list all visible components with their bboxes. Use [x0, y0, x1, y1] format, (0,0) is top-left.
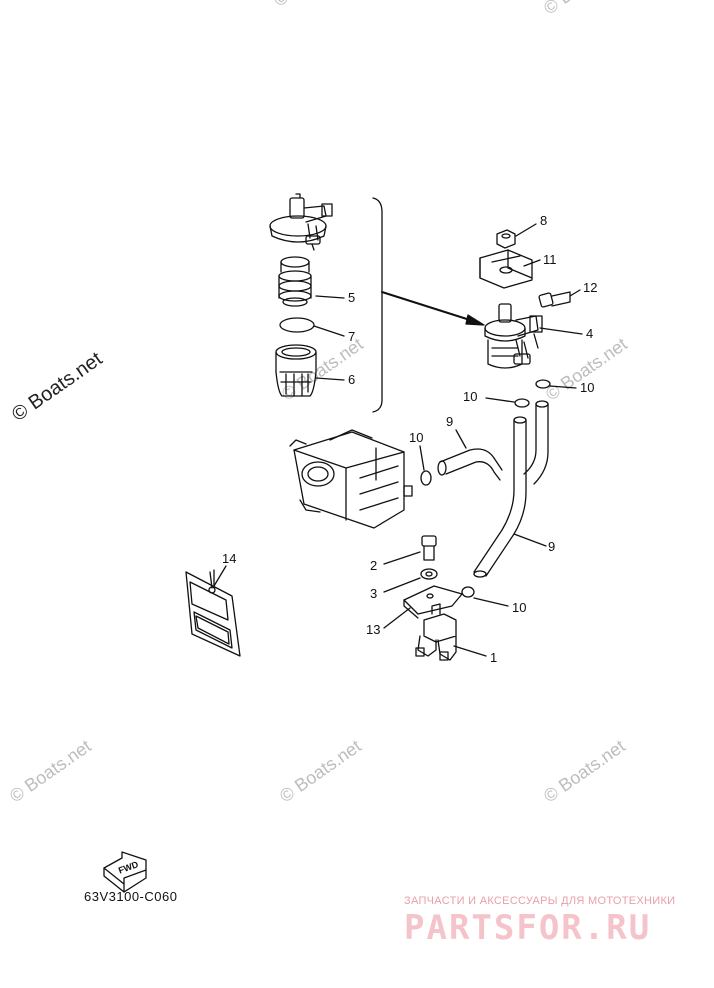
clip-icon	[461, 586, 475, 598]
callout-10-c: 10	[409, 430, 423, 445]
callout-13: 13	[366, 622, 380, 637]
clip-icon	[514, 398, 530, 408]
leader-line	[485, 397, 515, 403]
callout-3: 3	[370, 586, 377, 601]
filter-cup-icon	[275, 344, 317, 397]
detail-arrow	[381, 291, 471, 321]
callout-10-d: 10	[512, 600, 526, 615]
clip-icon	[535, 379, 551, 389]
carburetor-icon	[289, 429, 413, 529]
fuel-hose-icon	[523, 400, 549, 485]
detail-arrow-head	[465, 314, 485, 326]
callout-6: 6	[348, 372, 355, 387]
fwd-arrow-icon	[103, 851, 147, 893]
filter-cap-icon	[269, 193, 333, 251]
leader-line	[419, 445, 425, 471]
callout-7: 7	[348, 329, 355, 344]
leader-line	[569, 289, 581, 297]
callout-9-a: 9	[446, 414, 453, 429]
leader-line	[315, 295, 345, 299]
callout-12: 12	[583, 280, 597, 295]
leader-line	[455, 429, 467, 449]
shop-logo: PARTSFOR.RU	[404, 908, 652, 948]
leader-line	[515, 223, 537, 237]
leader-line	[453, 645, 487, 657]
detail-bracket	[372, 197, 383, 413]
callout-2: 2	[370, 558, 377, 573]
callout-5: 5	[348, 290, 355, 305]
callout-1: 1	[490, 650, 497, 665]
fuel-filter-icon	[484, 303, 543, 369]
screw-icon	[421, 535, 437, 561]
callout-11: 11	[543, 252, 557, 267]
callout-labels: 8 11 12 4 5 7 6 10 10 9 10 9 2 3 10 13 1…	[117, 213, 597, 876]
callout-4: 4	[586, 326, 593, 341]
washer-icon	[420, 568, 438, 580]
leader-line	[473, 597, 509, 607]
callout-8: 8	[540, 213, 547, 228]
leader-line	[383, 607, 411, 629]
callout-9-b: 9	[548, 539, 555, 554]
plate-icon	[403, 585, 463, 619]
callout-10-a: 10	[463, 389, 477, 404]
nut-icon	[496, 229, 516, 249]
leader-line	[383, 577, 421, 593]
o-ring-icon	[279, 317, 315, 333]
diagram-code: 63V3100-C060	[84, 889, 178, 904]
gasket-kit-icon	[185, 569, 241, 657]
leader-line	[513, 533, 547, 547]
bracket-icon	[479, 249, 533, 289]
leader-line	[523, 259, 541, 267]
leader-line	[315, 377, 345, 381]
clip-icon	[420, 470, 432, 486]
bolt-icon	[538, 291, 571, 308]
leader-line	[213, 565, 227, 587]
leader-line	[313, 325, 345, 337]
leader-line	[383, 551, 421, 565]
shop-tagline: ЗАПЧАСТИ И АКСЕССУАРЫ ДЛЯ МОТОТЕХНИКИ	[404, 895, 676, 907]
leader-line	[549, 385, 577, 389]
callout-10-b: 10	[580, 380, 594, 395]
filter-element-icon	[278, 256, 312, 307]
fuel-hose-icon	[473, 416, 527, 578]
callout-14: 14	[222, 551, 236, 566]
leader-line	[539, 327, 583, 335]
fuel-hose-icon	[437, 448, 503, 481]
